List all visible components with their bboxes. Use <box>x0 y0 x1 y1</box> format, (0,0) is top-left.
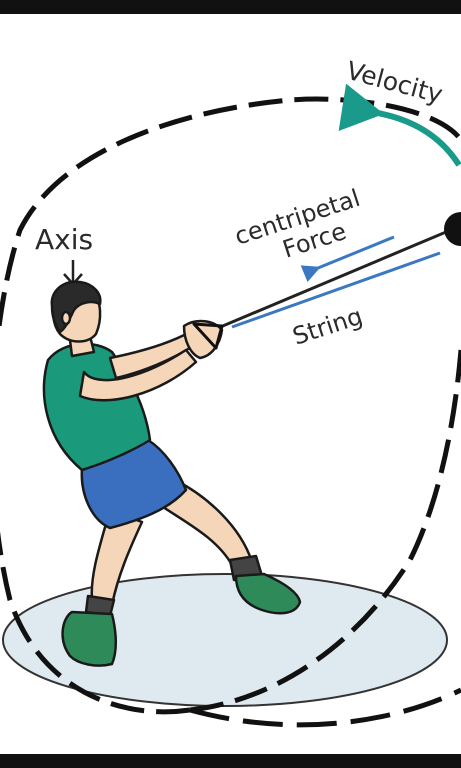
velocity-arrow <box>338 83 461 167</box>
top-black-bar <box>0 0 461 14</box>
hammer-handle <box>192 322 224 350</box>
axis-arrow-icon <box>63 260 83 286</box>
centripetal-force-arrow <box>300 235 395 282</box>
orbit-path-bottom <box>189 687 461 728</box>
string-marker-line <box>231 251 441 329</box>
axis-label: Axis <box>35 223 93 256</box>
athlete-near-arm <box>78 348 198 402</box>
bottom-black-bar <box>0 754 461 768</box>
string-label: String <box>289 302 366 351</box>
hammer-ball-icon <box>444 212 461 246</box>
orbit-path <box>0 96 461 715</box>
athlete-figure <box>42 280 302 667</box>
hammer-string <box>217 230 447 330</box>
orbit-path-lower <box>189 349 461 713</box>
ground-circle <box>2 573 448 707</box>
athlete-front-shoe <box>234 572 302 615</box>
athlete-back-shoe <box>61 610 117 667</box>
